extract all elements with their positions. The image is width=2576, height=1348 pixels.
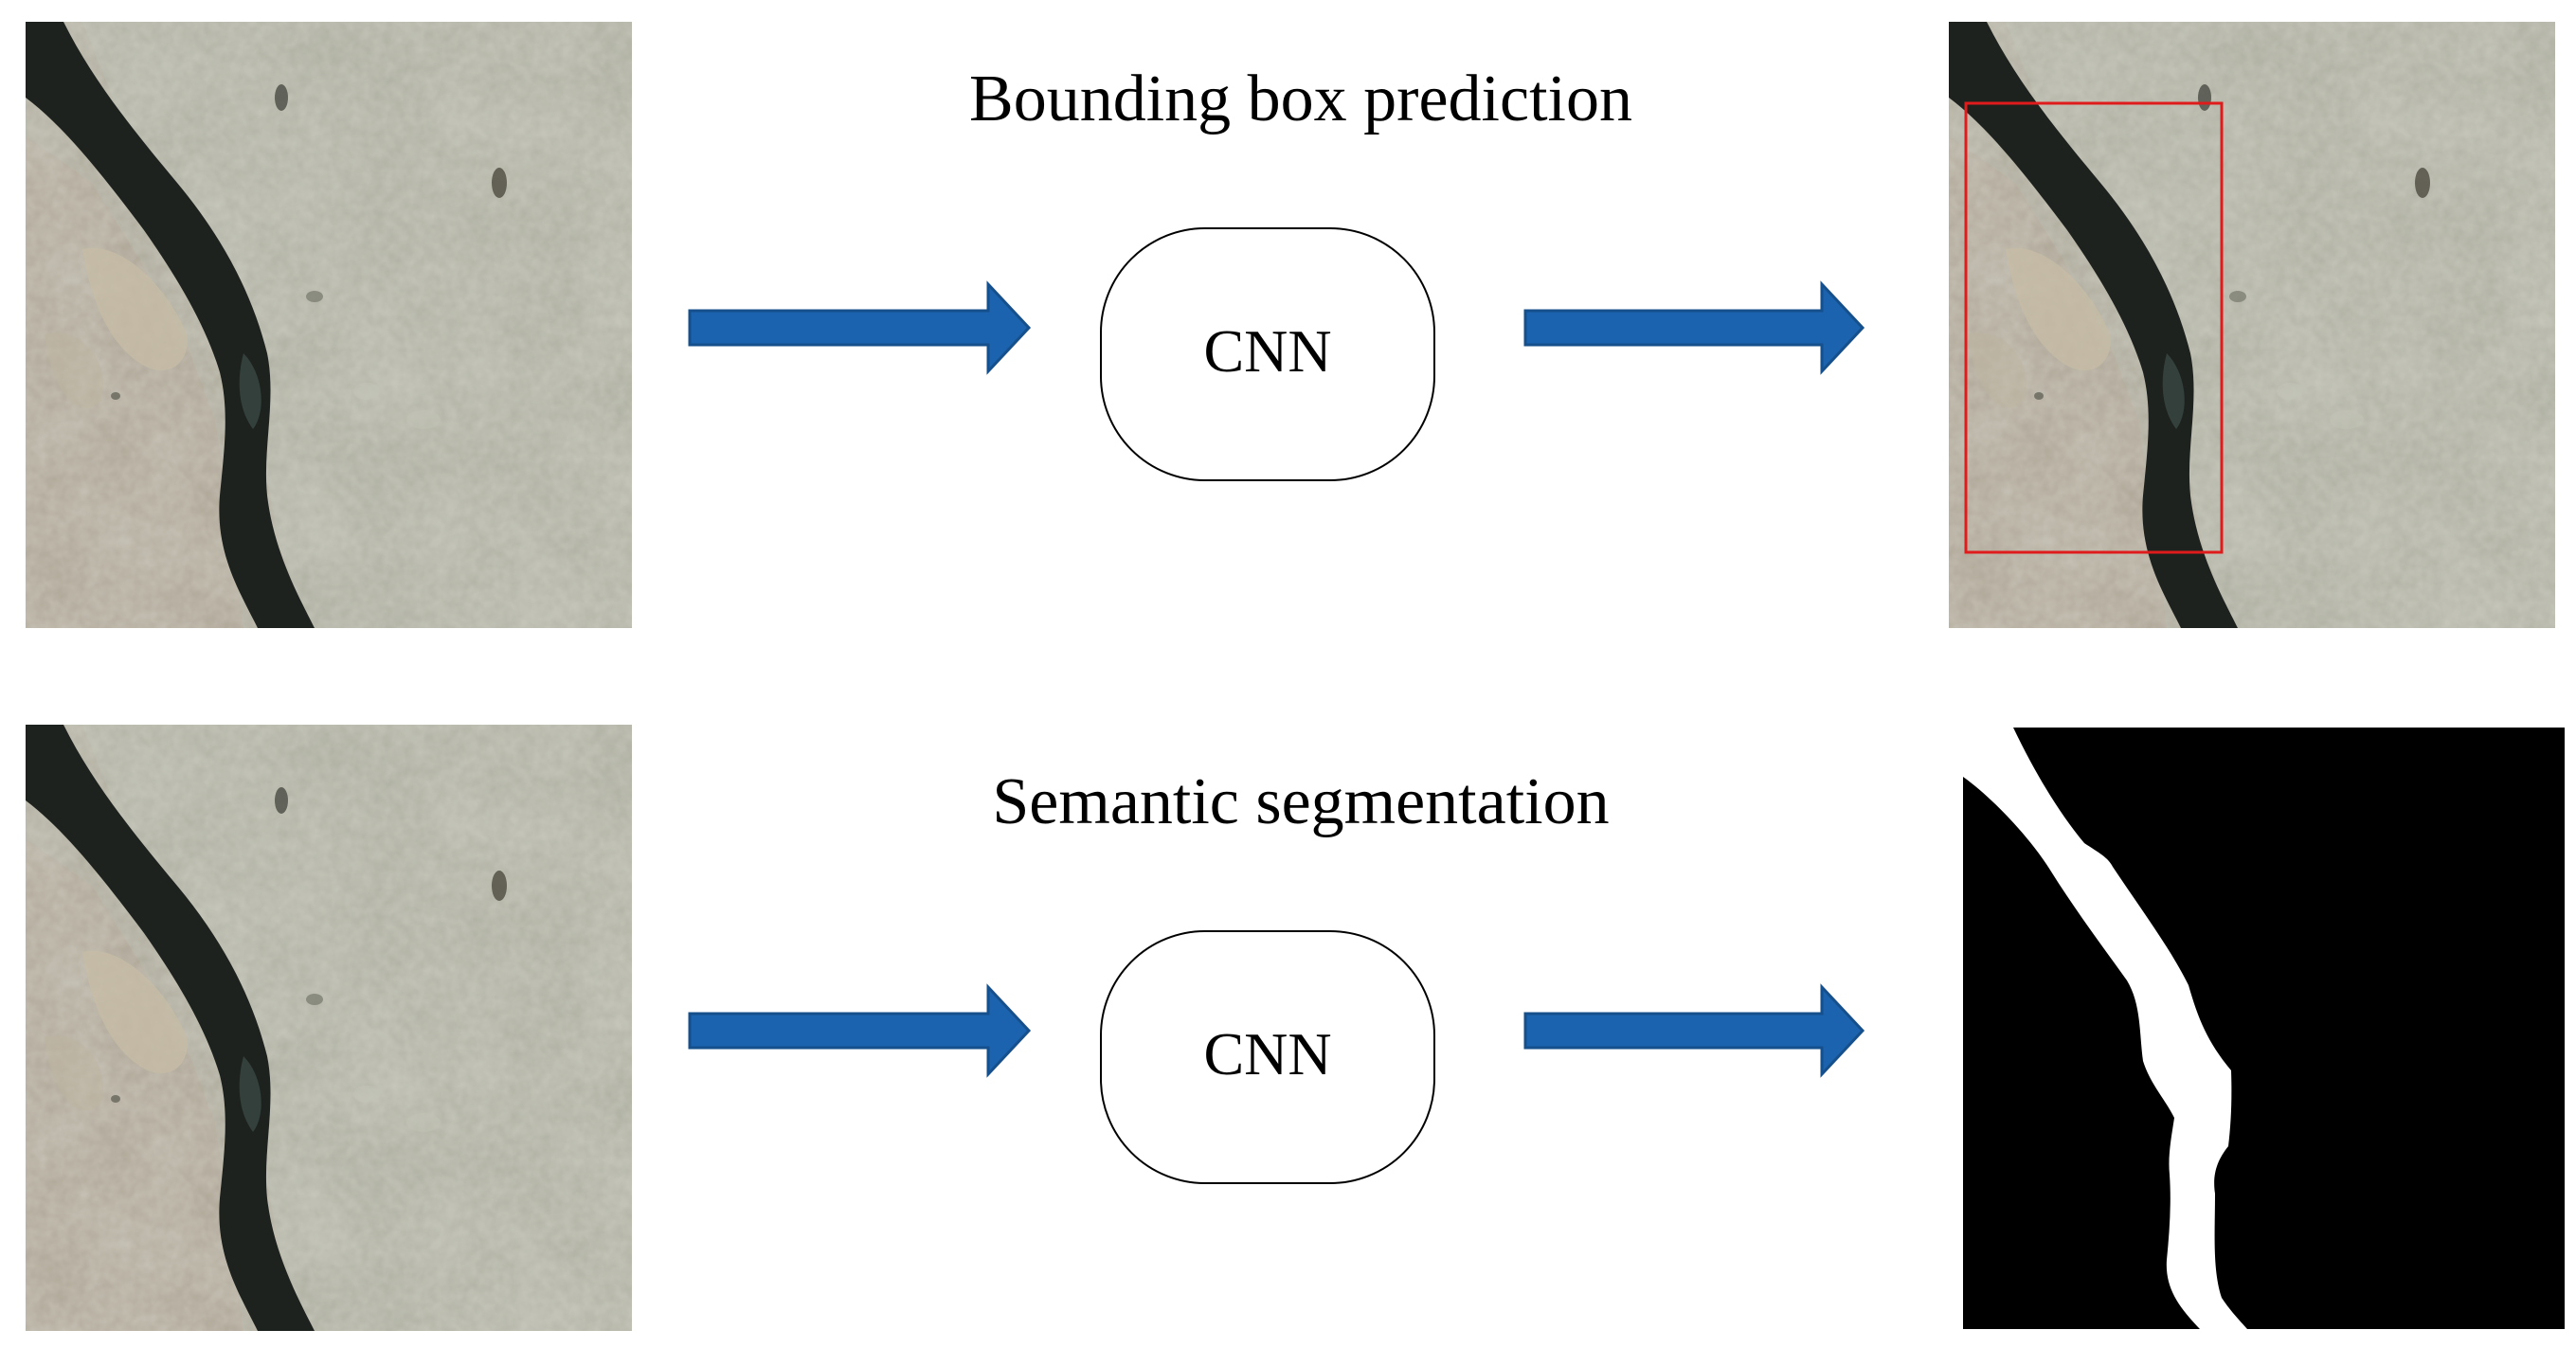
cnn-box <box>1100 227 1435 481</box>
cnn-label: CNN <box>1203 1020 1331 1087</box>
input-crack-image-2 <box>26 725 632 1331</box>
row-segmentation: Semantic segmentation CNN <box>26 725 2565 1331</box>
arrow-right-icon <box>1523 983 1865 1078</box>
row-bounding-box: Bounding box prediction CNN <box>26 22 2555 628</box>
arrow-right-icon <box>688 983 1032 1078</box>
arrow-right-icon <box>688 280 1032 375</box>
input-crack-image-1 <box>26 22 632 628</box>
output-crack-image <box>1949 22 2555 628</box>
row-title-bounding-box: Bounding box prediction <box>969 63 1632 135</box>
segmentation-mask <box>1963 728 2565 1329</box>
cnn-box <box>1100 930 1435 1184</box>
bounding-box-rect <box>1964 101 2224 554</box>
cnn-label: CNN <box>1203 317 1331 385</box>
arrow-right-icon <box>1523 280 1865 375</box>
row-title-segmentation: Semantic segmentation <box>992 765 1609 838</box>
